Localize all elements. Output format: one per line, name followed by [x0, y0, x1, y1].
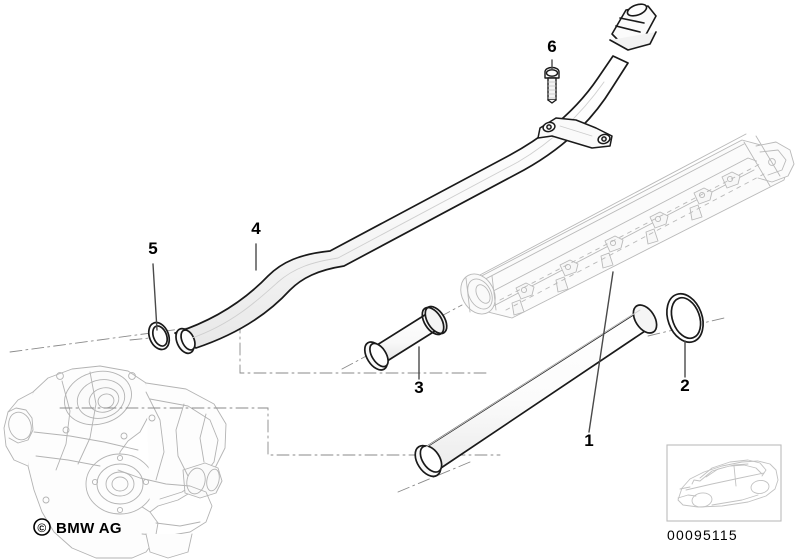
- copyright-c-glyph: ©: [37, 521, 46, 535]
- callout-group: [152, 59, 686, 433]
- callout-leader-5: [152, 263, 158, 331]
- hose-end-connector: [609, 3, 657, 51]
- cylinder-head-coolant-rail: [460, 133, 795, 319]
- callout-label-2: 2: [680, 376, 689, 395]
- callout-label-1: 1: [584, 431, 593, 450]
- callout-leader-1: [588, 271, 614, 433]
- callout-label-3: 3: [414, 378, 423, 397]
- o-ring-small: [147, 321, 171, 351]
- water-pipe-long: [414, 304, 658, 478]
- water-hose-curved: [174, 55, 629, 355]
- part-number-label: 00095115: [667, 527, 738, 543]
- callout-label-6: 6: [547, 37, 556, 56]
- water-pump-housing: [3, 365, 227, 559]
- vehicle-thumbnail-frame: [666, 444, 782, 522]
- copyright-label: BMW AG: [56, 520, 122, 537]
- vehicle-silhouette-icon: [677, 459, 779, 508]
- vehicle-thumbnail: 00095115: [666, 444, 782, 543]
- pipe-mounting-bracket: [537, 117, 613, 149]
- hose-sleeve-short: [363, 305, 448, 371]
- copyright-notice: © BMW AG: [33, 518, 122, 537]
- o-ring-large: [666, 292, 704, 344]
- callout-label-5: 5: [148, 239, 157, 258]
- callout-label-4: 4: [251, 219, 261, 238]
